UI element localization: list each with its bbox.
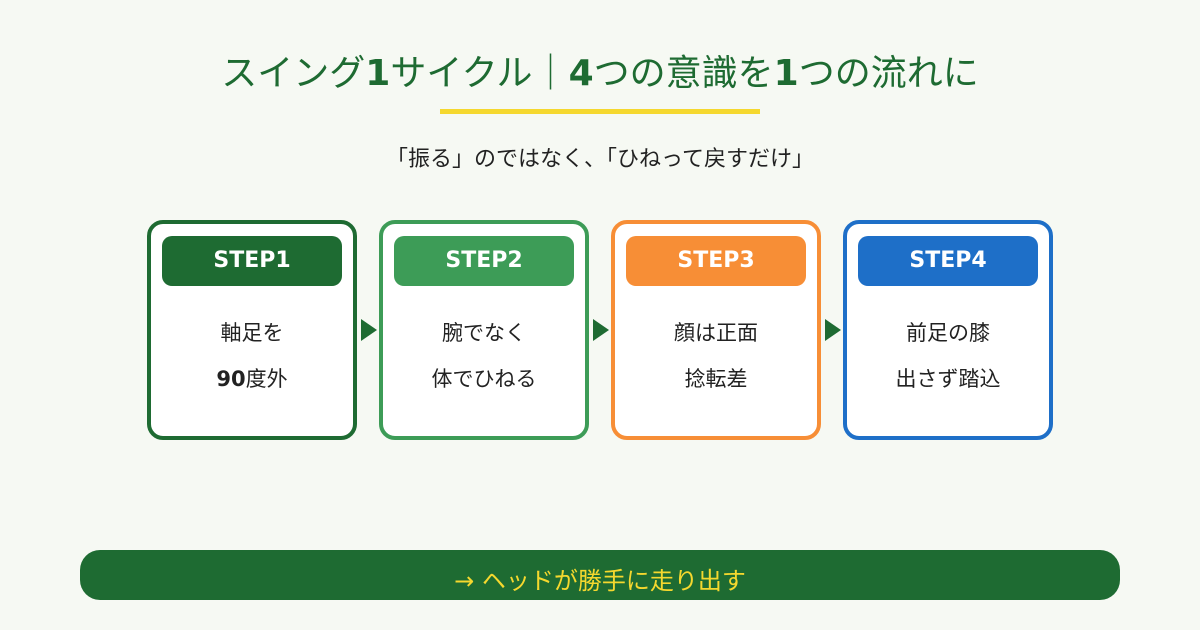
step-text-3: 顔は正面 捻転差 [615,310,817,402]
step-label-3: STEP3 [626,236,806,286]
step-card-3: STEP3 顔は正面 捻転差 [611,220,821,440]
step-4-line-1: 前足の膝 [906,321,990,345]
step-1-line-2: 90度外 [151,356,353,402]
title-part-5: つの意識を [593,53,774,94]
step-2-line-2: 体でひねる [431,367,537,391]
title-underline [440,109,760,114]
title-part-6: 1 [773,53,799,94]
triangle-right-icon [361,319,377,341]
step-1-line-2-text: 度外 [245,367,288,391]
triangle-right-icon [593,319,609,341]
step-3-line-2: 捻転差 [684,367,748,391]
step-3-line-1: 顔は正面 [674,321,758,345]
step-4-line-2: 出さず踏込 [895,367,1001,391]
triangle-right-icon [825,319,841,341]
step-1-number: 90 [216,367,246,391]
step-label-4: STEP4 [858,236,1038,286]
step-card-4: STEP4 前足の膝 出さず踏込 [843,220,1053,440]
summary-banner: → ヘッドが勝手に走り出す [80,550,1120,600]
step-1-line-1: 軸足を [220,321,284,345]
title-part-7: つの流れに [798,53,979,94]
step-card-1: STEP1 軸足を 90度外 [147,220,357,440]
step-card-2: STEP2 腕でなく 体でひねる [379,220,589,440]
step-2-line-1: 腕でなく [442,321,526,345]
subtitle: 「振る」のではなく、「ひねって戻すだけ」 [386,147,814,172]
title-part-3: サイクル｜ [390,53,569,94]
step-text-4: 前足の膝 出さず踏込 [847,310,1049,402]
step-text-1: 軸足を 90度外 [151,310,353,402]
step-text-2: 腕でなく 体でひねる [383,310,585,402]
title-part-4: 4 [568,53,594,94]
page-title: スイング1サイクル｜4つの意識を1つの流れに [0,48,1200,100]
title-part-2: 1 [365,53,391,94]
step-label-1: STEP1 [162,236,342,286]
title-part-1: スイング [221,53,366,94]
step-label-2: STEP2 [394,236,574,286]
